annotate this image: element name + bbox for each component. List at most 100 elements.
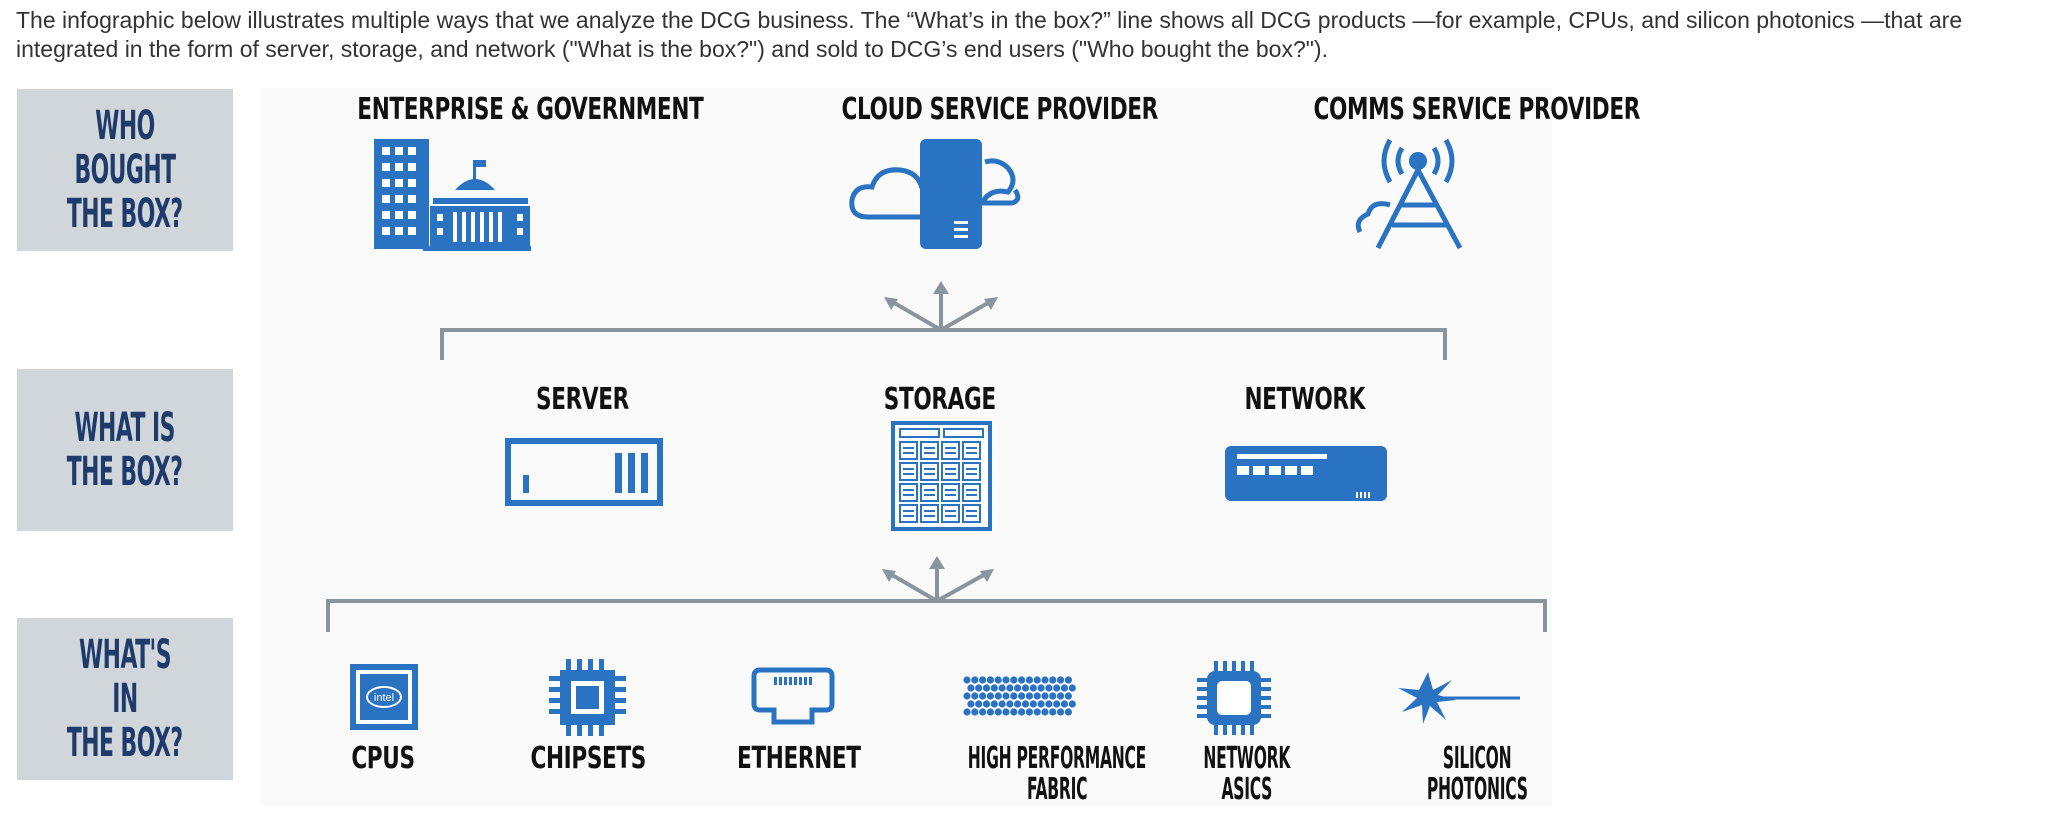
fabric-node bbox=[1010, 676, 1018, 684]
fabric-node bbox=[1018, 708, 1026, 716]
fabric-node bbox=[982, 700, 991, 708]
fabric-node bbox=[1064, 708, 1072, 716]
fabric-node bbox=[1049, 692, 1057, 700]
fabric-node bbox=[1018, 676, 1026, 684]
photonics-icon bbox=[1398, 672, 1520, 724]
fabric-node bbox=[1014, 700, 1022, 708]
intro-paragraph: The infographic below illustrates multip… bbox=[16, 7, 1963, 62]
fabric-node bbox=[1057, 692, 1065, 700]
label-enterprise-government: ENTERPRISE & GOVERNMENT bbox=[357, 92, 704, 127]
fabric-node bbox=[1053, 684, 1061, 692]
fabric-node bbox=[994, 708, 1002, 716]
fabric-node bbox=[971, 708, 979, 716]
government-building-icon bbox=[374, 139, 531, 251]
fabric-node bbox=[990, 684, 998, 692]
storage-drive-bay bbox=[962, 504, 981, 523]
fabric-node bbox=[979, 676, 987, 684]
label-storage: STORAGE bbox=[884, 382, 996, 417]
fabric-node bbox=[998, 700, 1006, 708]
storage-drive-bay bbox=[899, 441, 918, 460]
cloud-server-icon bbox=[849, 139, 1021, 249]
row-label-what-line1: WHAT IS bbox=[74, 405, 176, 451]
fabric-node bbox=[1033, 676, 1041, 684]
fabric-node bbox=[1068, 700, 1076, 708]
row-label-in-line1: WHAT'S IN bbox=[79, 632, 171, 722]
fabric-node bbox=[1033, 692, 1041, 700]
fabric-node bbox=[1041, 692, 1049, 700]
fabric-node bbox=[1025, 708, 1033, 716]
fabric-node bbox=[1014, 684, 1022, 692]
fabric-node bbox=[998, 684, 1006, 692]
fabric-node bbox=[979, 692, 987, 700]
fabric-node bbox=[994, 692, 1002, 700]
asic-chip-icon bbox=[1197, 661, 1271, 735]
connector-bottom-arrowheads bbox=[882, 556, 994, 582]
storage-drive-bay bbox=[941, 462, 960, 481]
fabric-node bbox=[1060, 684, 1069, 692]
fabric-grid-icon bbox=[963, 676, 1076, 716]
fabric-node bbox=[1049, 708, 1057, 716]
network-switch-icon bbox=[1225, 446, 1387, 501]
fabric-node bbox=[979, 708, 987, 716]
fabric-node bbox=[1057, 708, 1065, 716]
fabric-node bbox=[1010, 692, 1018, 700]
row-label-who-line1: WHO BOUGHT bbox=[74, 103, 176, 193]
fabric-node bbox=[982, 684, 991, 692]
fabric-node bbox=[963, 692, 971, 700]
row-label-what-line2: THE BOX? bbox=[67, 449, 183, 495]
fabric-node bbox=[1041, 676, 1049, 684]
chipset-icon bbox=[549, 659, 626, 736]
fabric-node bbox=[975, 700, 983, 708]
storage-drive-bay bbox=[920, 483, 939, 502]
fabric-node bbox=[1029, 684, 1037, 692]
fabric-node bbox=[1053, 700, 1061, 708]
fabric-node bbox=[986, 676, 995, 684]
storage-drive-bay bbox=[941, 504, 960, 523]
label-comms-service-provider: COMMS SERVICE PROVIDER bbox=[1313, 92, 1640, 127]
fabric-node bbox=[975, 684, 983, 692]
storage-drive-bay bbox=[920, 441, 939, 460]
intel-logo-text: intel bbox=[374, 692, 394, 704]
fabric-node bbox=[1018, 692, 1026, 700]
storage-drive-bay bbox=[899, 462, 918, 481]
fabric-node bbox=[1045, 684, 1053, 692]
fabric-node bbox=[1006, 700, 1014, 708]
storage-drive-bay bbox=[899, 483, 918, 502]
fabric-node bbox=[994, 676, 1002, 684]
ethernet-port-icon bbox=[751, 667, 835, 725]
fabric-node bbox=[1060, 700, 1069, 708]
fabric-node bbox=[1057, 676, 1065, 684]
fabric-node bbox=[1037, 700, 1045, 708]
fabric-node bbox=[971, 676, 979, 684]
fabric-node bbox=[1064, 676, 1072, 684]
connector-bottom bbox=[326, 562, 1547, 632]
storage-drive-bay bbox=[962, 483, 981, 502]
fabric-node bbox=[971, 692, 979, 700]
fabric-node bbox=[1068, 684, 1076, 692]
row-label-who-line2: THE BOX? bbox=[67, 191, 183, 237]
server-icon bbox=[505, 438, 663, 506]
fabric-node bbox=[963, 708, 971, 716]
label-network: NETWORK bbox=[1244, 382, 1366, 417]
fabric-node bbox=[1002, 708, 1010, 716]
fabric-node bbox=[967, 700, 975, 708]
fabric-node bbox=[1033, 708, 1041, 716]
fabric-node bbox=[1037, 684, 1045, 692]
fabric-node bbox=[1021, 684, 1030, 692]
fabric-node bbox=[1064, 692, 1072, 700]
fabric-node bbox=[990, 700, 998, 708]
radio-tower-icon bbox=[1355, 138, 1463, 250]
storage-drive-bay bbox=[920, 504, 939, 523]
fabric-node bbox=[1041, 708, 1049, 716]
fabric-node bbox=[1021, 700, 1030, 708]
label-chipsets: CHIPSETS bbox=[530, 741, 646, 776]
fabric-node bbox=[967, 684, 975, 692]
fabric-node bbox=[1025, 676, 1033, 684]
